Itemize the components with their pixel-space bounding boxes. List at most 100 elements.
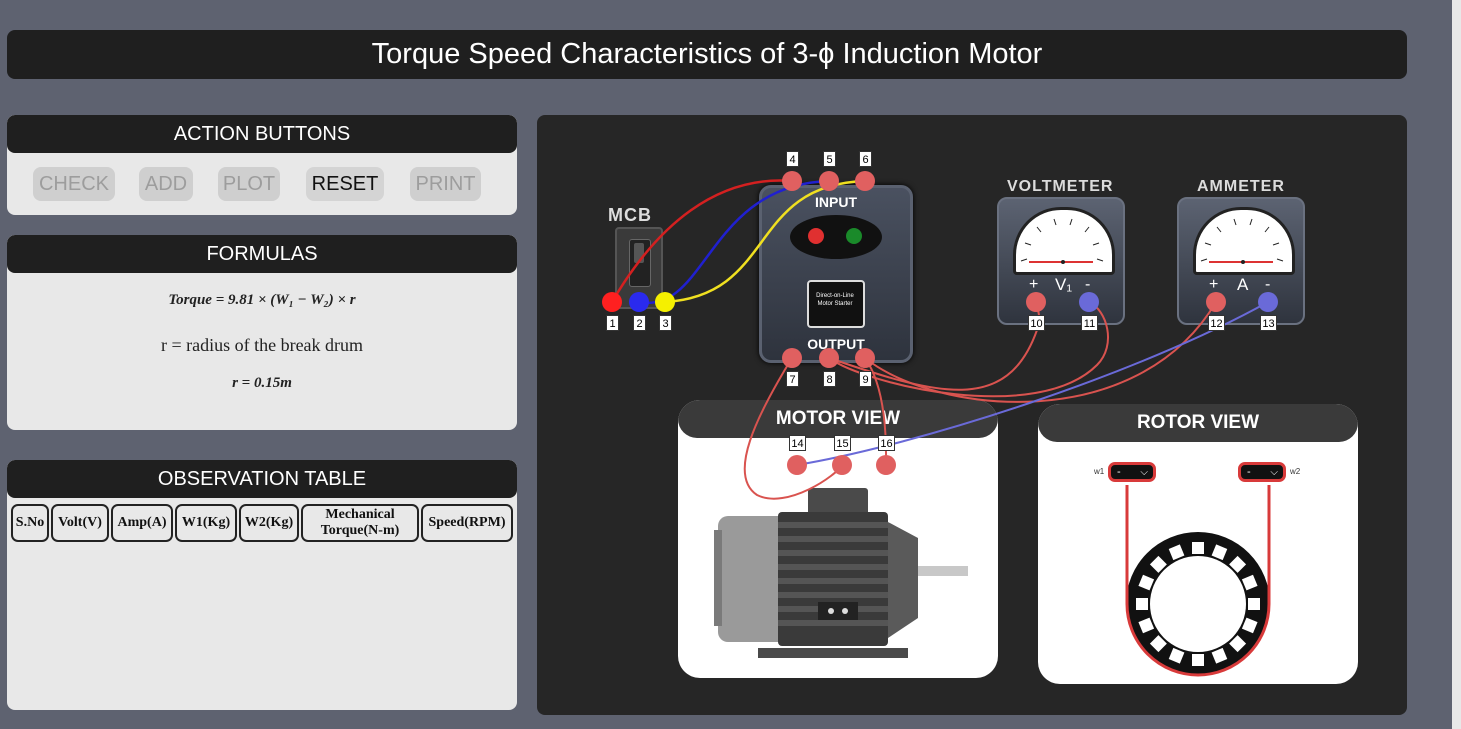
terminal-5[interactable] bbox=[819, 171, 839, 191]
terminal-4[interactable] bbox=[782, 171, 802, 191]
terminal-label: 12 bbox=[1208, 315, 1225, 331]
terminal-label: 10 bbox=[1028, 315, 1045, 331]
ammeter-dial bbox=[1200, 218, 1284, 264]
gear-tooth bbox=[1248, 598, 1260, 610]
terminal-1[interactable] bbox=[602, 292, 622, 312]
col-volt: Volt(V) bbox=[51, 504, 109, 542]
terminal-label: 8 bbox=[823, 371, 836, 387]
w1-value: - bbox=[1117, 466, 1121, 478]
terminal-label: 1 bbox=[606, 315, 619, 331]
voltmeter: + V₁ - bbox=[997, 197, 1125, 325]
formulas-panel: FORMULAS Torque = 9.81 × (W₁ − W₂) × r r… bbox=[7, 235, 517, 430]
gear-tooth bbox=[1136, 598, 1148, 610]
terminal-label: 9 bbox=[859, 371, 872, 387]
terminal-10[interactable] bbox=[1026, 292, 1046, 312]
brake-drum-illustration bbox=[1125, 485, 1271, 677]
terminal-label: 7 bbox=[786, 371, 799, 387]
gear-tooth bbox=[1229, 635, 1247, 653]
ammeter-minus: - bbox=[1265, 276, 1271, 293]
col-amp: Amp(A) bbox=[111, 504, 173, 542]
ammeter-label: AMMETER bbox=[1197, 178, 1285, 195]
start-button[interactable] bbox=[808, 228, 824, 244]
page-title: Torque Speed Characteristics of 3-ϕ Indu… bbox=[7, 30, 1407, 79]
ammeter-plus: + bbox=[1209, 276, 1219, 293]
gear-tooth bbox=[1229, 555, 1247, 573]
col-speed: Speed(RPM) bbox=[421, 504, 513, 542]
voltmeter-label: VOLTMETER bbox=[1007, 178, 1114, 195]
dol-starter: INPUT Direct-on-Line Motor Starter OUTPU… bbox=[759, 185, 913, 363]
terminal-3[interactable] bbox=[655, 292, 675, 312]
terminal-label: 13 bbox=[1260, 315, 1277, 331]
gear-tooth bbox=[1192, 654, 1204, 666]
terminal-label: 14 bbox=[789, 435, 806, 451]
voltmeter-symbol: V₁ bbox=[1055, 275, 1073, 294]
mcb-label: MCB bbox=[608, 205, 652, 225]
action-buttons-heading: ACTION BUTTONS bbox=[7, 115, 517, 153]
action-buttons-panel: ACTION BUTTONS CHECK ADD PLOT RESET PRIN… bbox=[7, 115, 517, 215]
col-w2: W2(Kg) bbox=[239, 504, 299, 542]
w2-label: w2 bbox=[1290, 467, 1301, 476]
starter-label: Direct-on-Line Motor Starter bbox=[816, 293, 854, 307]
starter-output-label: OUTPUT bbox=[807, 336, 865, 352]
terminal-15[interactable] bbox=[832, 455, 852, 475]
ammeter: + A - bbox=[1177, 197, 1305, 325]
gear-tooth bbox=[1168, 647, 1185, 664]
terminal-label: 15 bbox=[834, 435, 851, 451]
terminal-14[interactable] bbox=[787, 455, 807, 475]
terminal-2[interactable] bbox=[629, 292, 649, 312]
print-button[interactable]: PRINT bbox=[410, 167, 481, 201]
plot-button[interactable]: PLOT bbox=[218, 167, 280, 201]
chevron-down-icon: ⌵ bbox=[1270, 467, 1278, 478]
motor-view-heading: MOTOR VIEW bbox=[678, 400, 998, 438]
voltmeter-plus: + bbox=[1029, 276, 1039, 293]
gear-tooth bbox=[1138, 617, 1155, 634]
gear-tooth bbox=[1149, 555, 1167, 573]
terminal-6[interactable] bbox=[855, 171, 875, 191]
torque-formula: Torque = 9.81 × (W₁ − W₂) × r bbox=[168, 292, 356, 308]
gear-tooth bbox=[1241, 574, 1258, 591]
terminal-7[interactable] bbox=[782, 348, 802, 368]
terminal-9[interactable] bbox=[855, 348, 875, 368]
gear-tooth bbox=[1211, 647, 1228, 664]
terminal-label: 3 bbox=[659, 315, 672, 331]
circuit-workspace: MCB INPUT Direct-on-Line Motor Starter O… bbox=[537, 115, 1407, 715]
voltmeter-dial bbox=[1020, 218, 1104, 264]
gear-tooth bbox=[1149, 635, 1167, 653]
gear-tooth bbox=[1138, 574, 1155, 591]
col-w1: W1(Kg) bbox=[175, 504, 237, 542]
terminal-label: 2 bbox=[633, 315, 646, 331]
w2-value: - bbox=[1247, 466, 1251, 478]
gear-tooth bbox=[1192, 542, 1204, 554]
rotor-view-card: ROTOR VIEW w1 - ⌵ - ⌵ w2 bbox=[1038, 404, 1358, 684]
terminal-11[interactable] bbox=[1079, 292, 1099, 312]
voltmeter-minus: - bbox=[1085, 276, 1091, 293]
observation-heading: OBSERVATION TABLE bbox=[7, 460, 517, 498]
formulas-heading: FORMULAS bbox=[7, 235, 517, 273]
chevron-down-icon: ⌵ bbox=[1140, 467, 1148, 478]
terminal-label: 4 bbox=[786, 151, 799, 167]
terminal-label: 5 bbox=[823, 151, 836, 167]
gear-tooth bbox=[1211, 544, 1228, 561]
ammeter-symbol: A bbox=[1237, 275, 1249, 294]
gear-tooth bbox=[1241, 617, 1258, 634]
terminal-label: 6 bbox=[859, 151, 872, 167]
terminal-13[interactable] bbox=[1258, 292, 1278, 312]
add-button[interactable]: ADD bbox=[139, 167, 193, 201]
gear-tooth bbox=[1168, 544, 1185, 561]
reset-button[interactable]: RESET bbox=[306, 167, 384, 201]
radius-value: r = 0.15m bbox=[232, 375, 292, 391]
col-torque: Mechanical Torque(N-m) bbox=[301, 504, 419, 542]
terminal-16[interactable] bbox=[876, 455, 896, 475]
w1-label: w1 bbox=[1094, 467, 1105, 476]
check-button[interactable]: CHECK bbox=[33, 167, 115, 201]
motor-illustration bbox=[714, 488, 968, 658]
radius-description: r = radius of the break drum bbox=[160, 335, 364, 355]
starter-input-label: INPUT bbox=[815, 194, 857, 210]
terminal-label: 16 bbox=[878, 435, 895, 451]
terminal-12[interactable] bbox=[1206, 292, 1226, 312]
observation-panel: OBSERVATION TABLE S.No Volt(V) Amp(A) W1… bbox=[7, 460, 517, 710]
stop-button[interactable] bbox=[846, 228, 862, 244]
col-sno: S.No bbox=[11, 504, 49, 542]
scrollbar-track[interactable] bbox=[1452, 0, 1461, 729]
terminal-8[interactable] bbox=[819, 348, 839, 368]
